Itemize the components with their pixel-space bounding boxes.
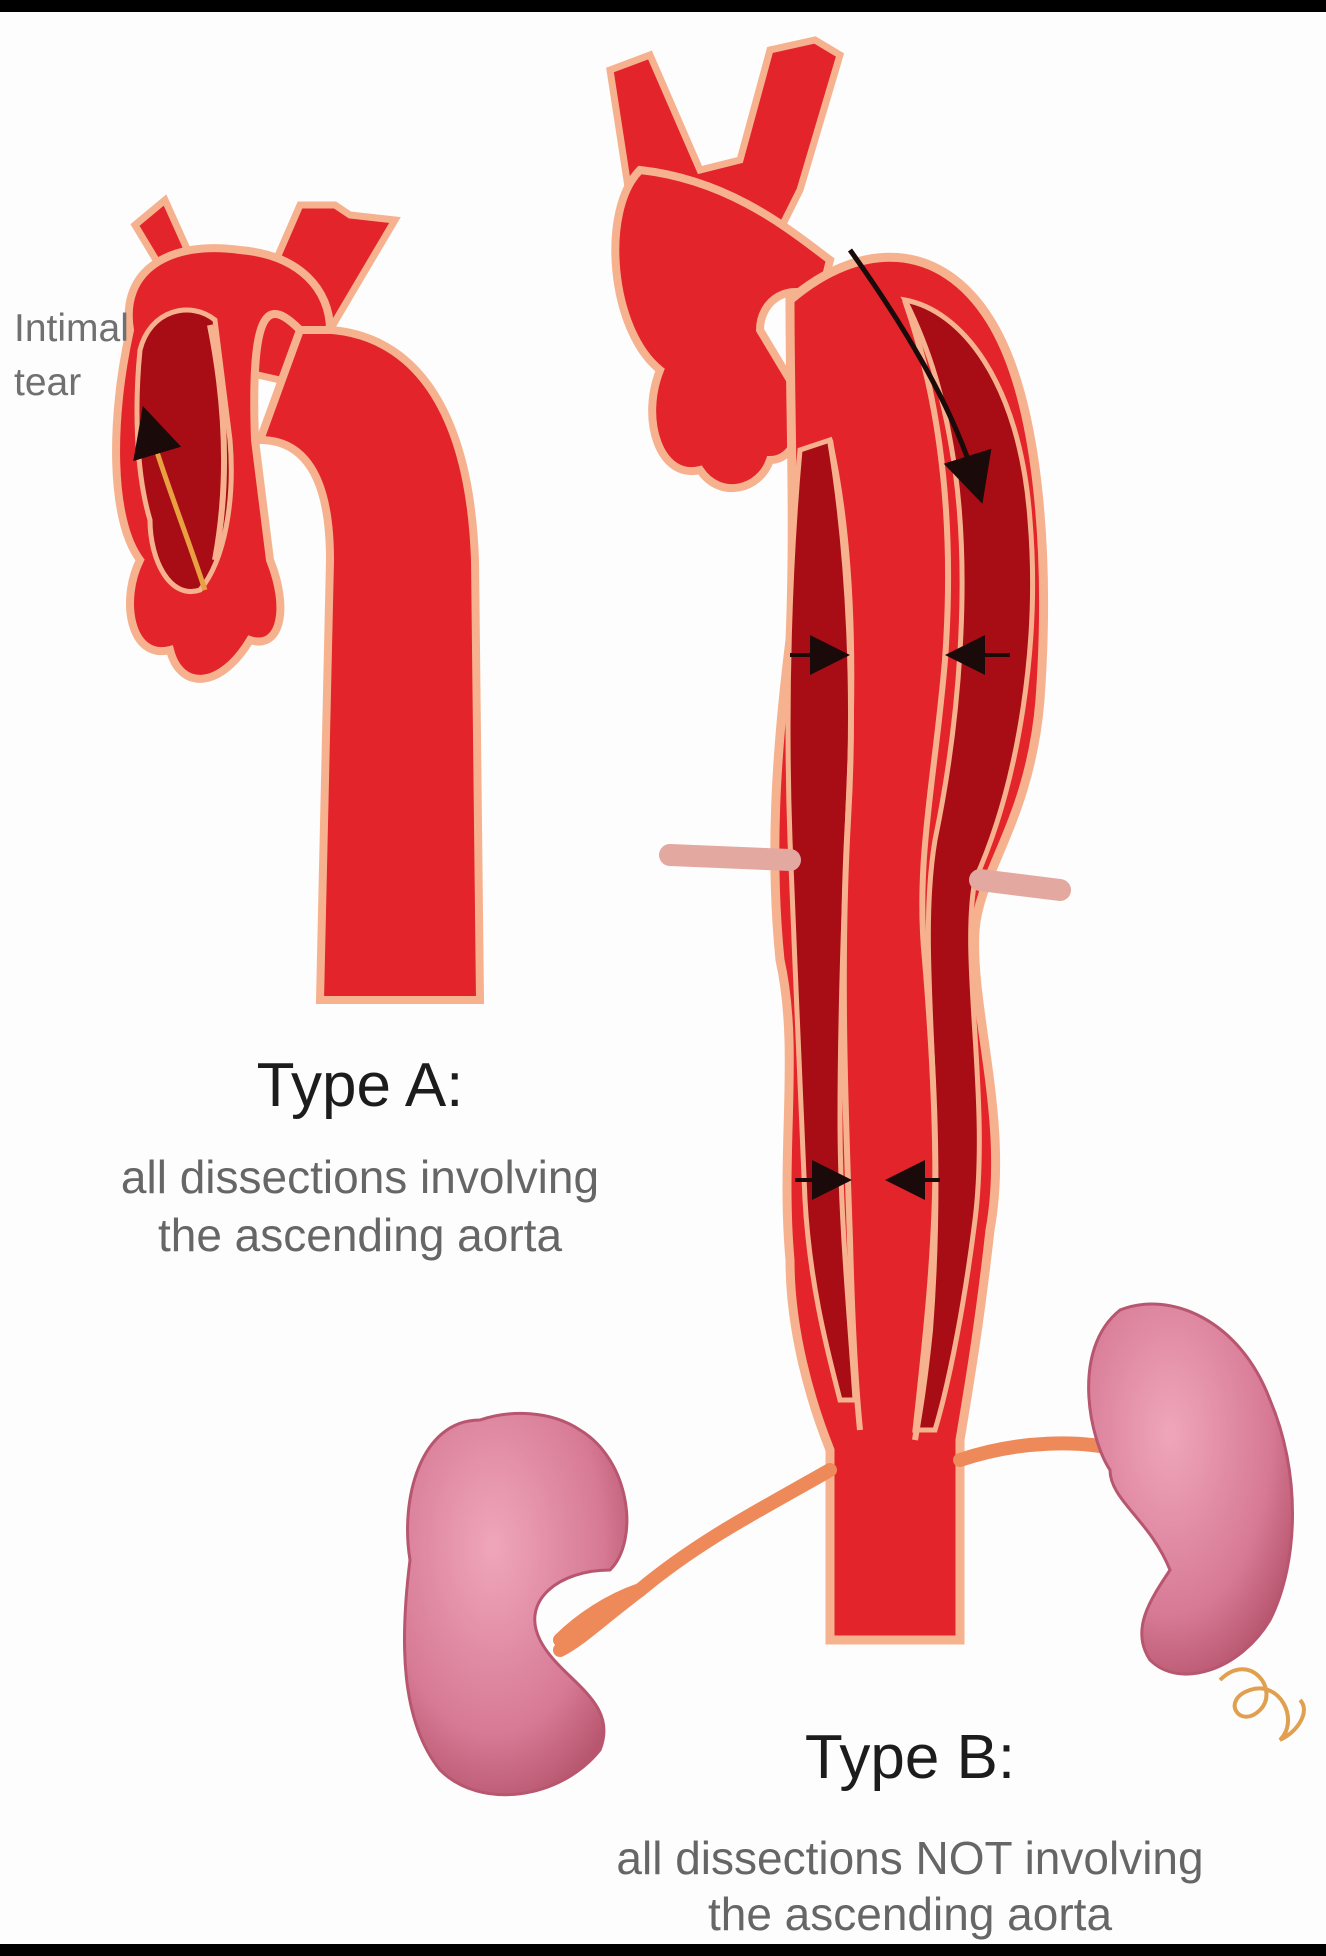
type-b-aorta (610, 40, 1060, 1640)
type-b-description: all dissections NOT involving the ascend… (560, 1830, 1260, 1942)
kidney-right (1089, 1304, 1293, 1674)
ureter-coil (1220, 1669, 1304, 1740)
type-a-descending-aorta (260, 329, 480, 1000)
type-a-aorta (116, 200, 480, 1000)
type-a-description: all dissections involving the ascending … (70, 1148, 650, 1264)
kidney-left (404, 1413, 626, 1794)
type-b-title: Type B: (780, 1722, 1040, 1793)
intimal-tear-label: Intimal tear (14, 302, 129, 410)
type-a-title: Type A: (230, 1050, 490, 1121)
